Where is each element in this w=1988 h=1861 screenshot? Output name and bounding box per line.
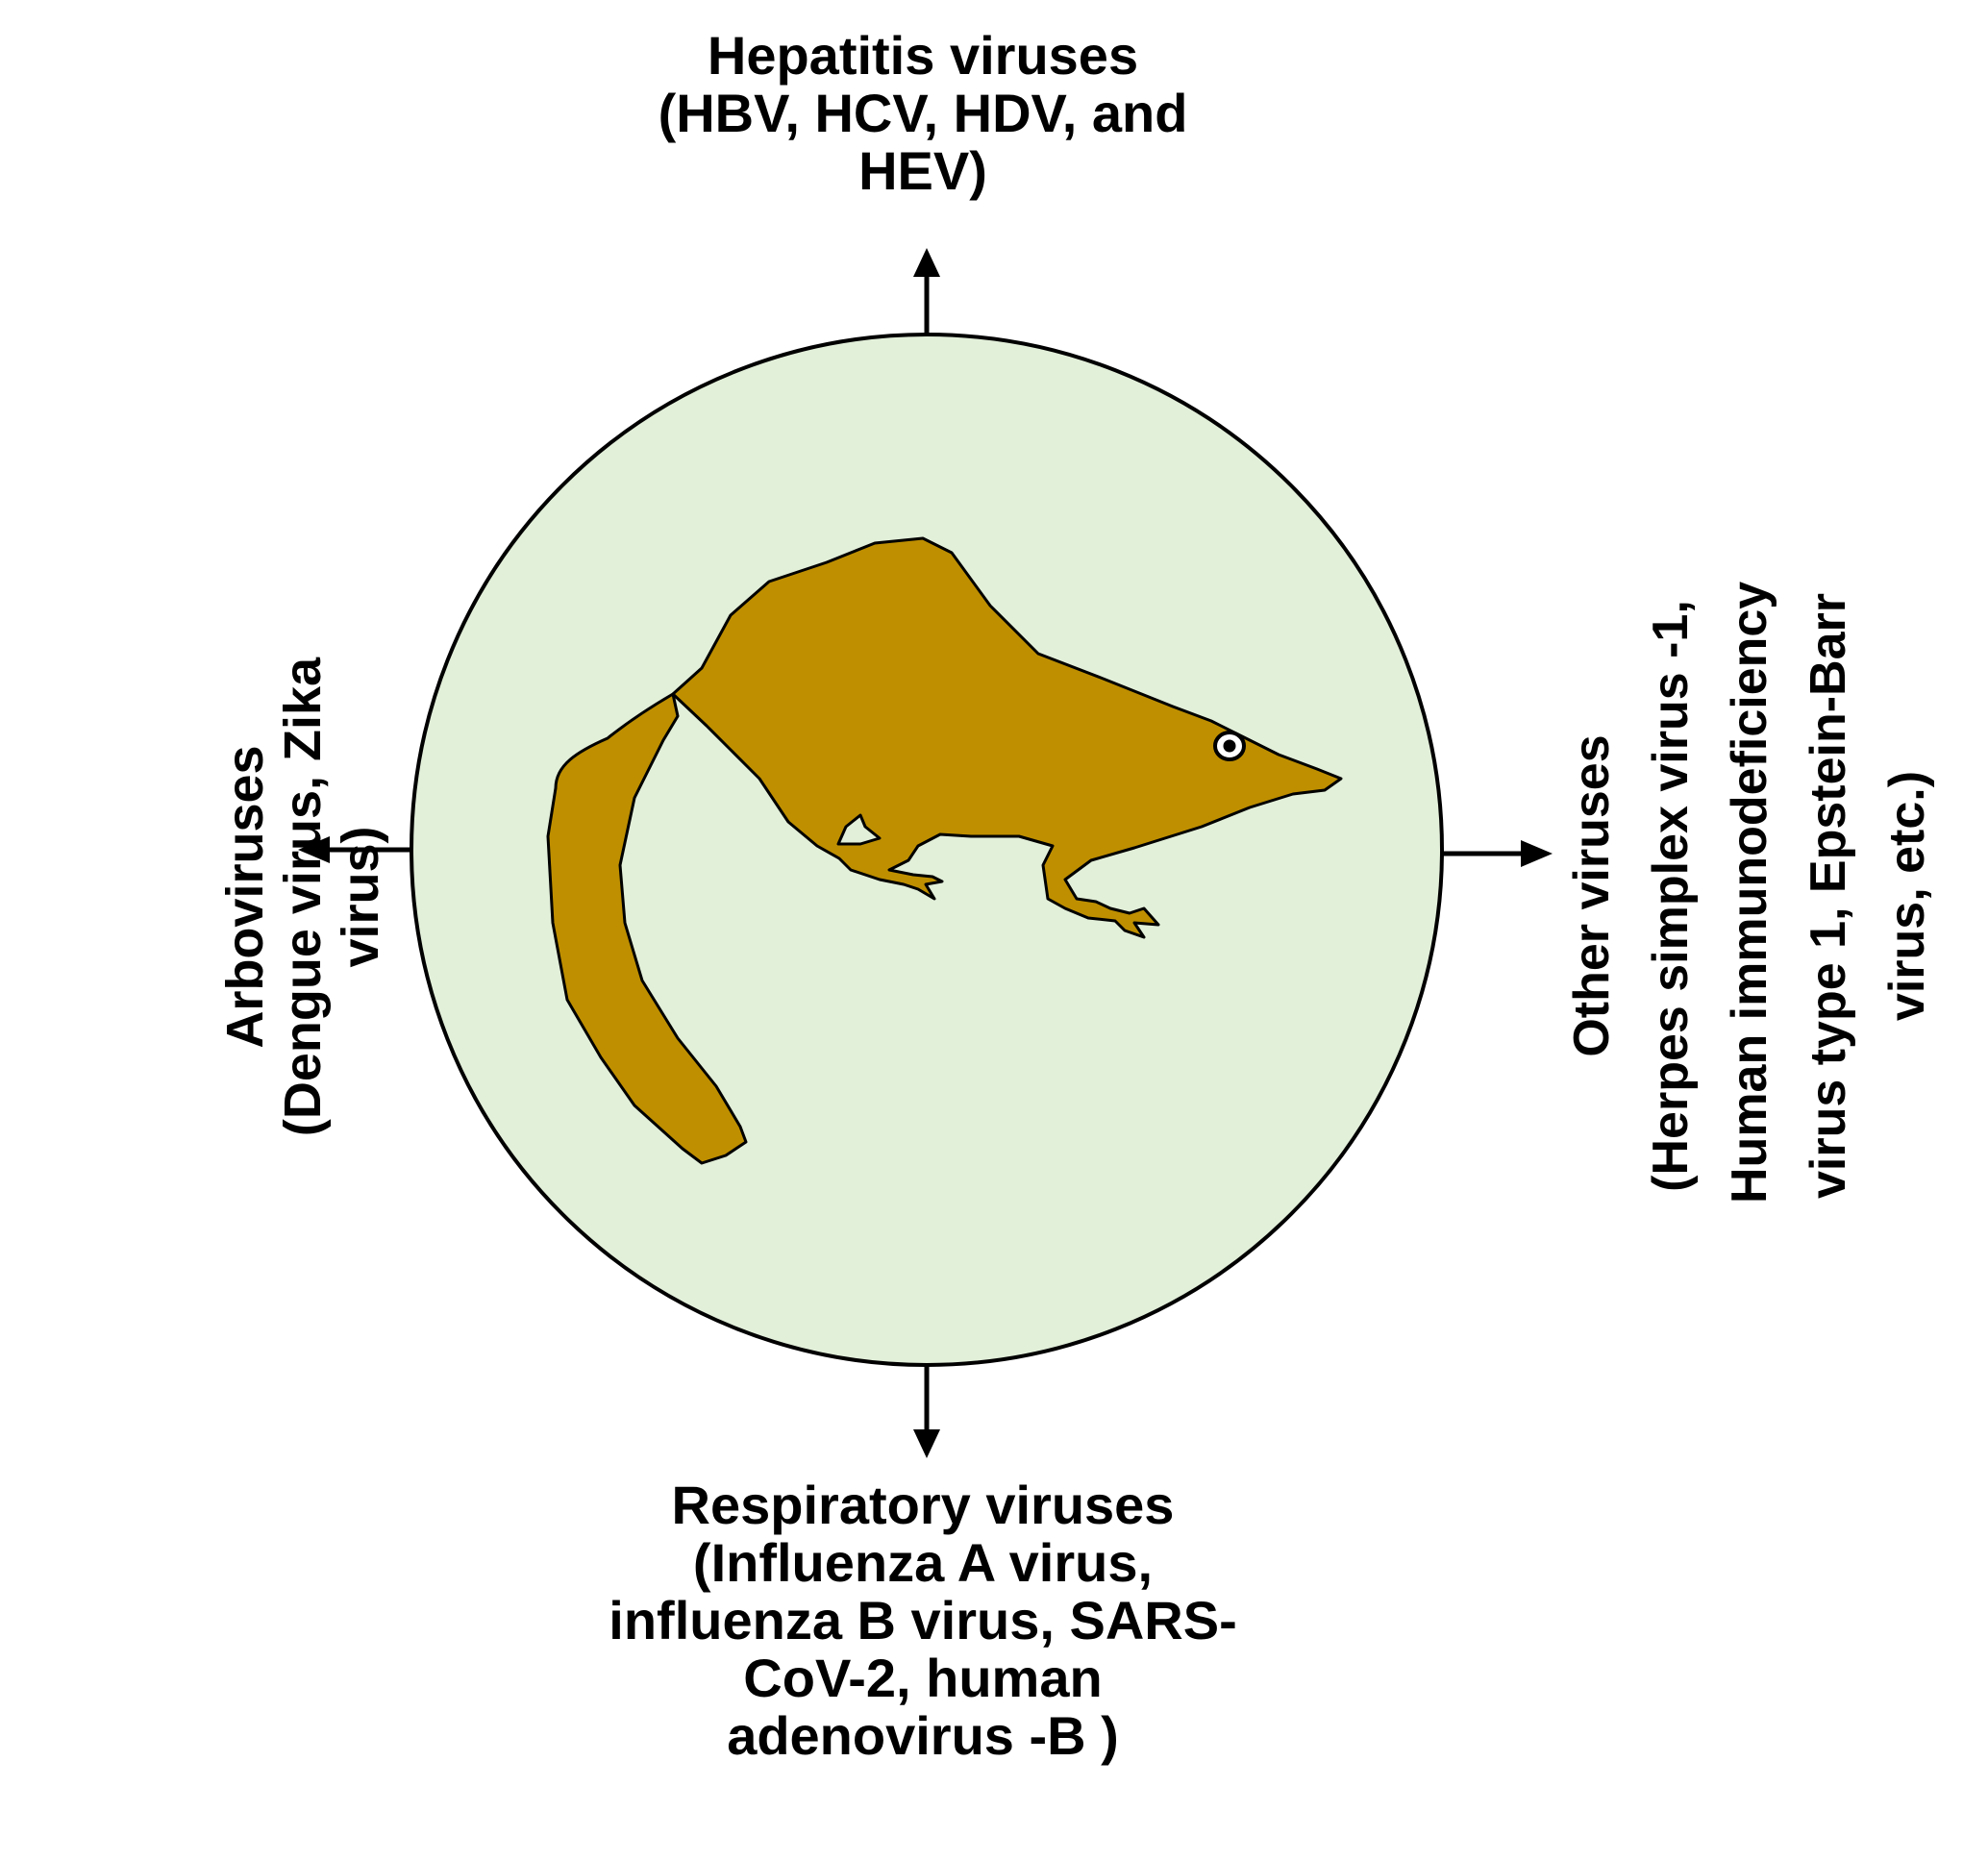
arrow-up [913, 248, 940, 335]
arrow-right [1442, 840, 1553, 867]
node-other-line-1: Other viruses [1564, 734, 1620, 1057]
arrow-down [913, 1365, 940, 1458]
node-hepatitis-line-2: (HBV, HCV, HDV, and [658, 83, 1188, 143]
node-other-line-2: (Herpes simplex virus -1, [1643, 600, 1699, 1192]
node-respiratory-line-3: influenza B virus, SARS- [609, 1590, 1237, 1650]
node-hepatitis-viruses: Hepatitis viruses (HBV, HCV, HDV, and HE… [538, 27, 1307, 200]
node-hepatitis-line-1: Hepatitis viruses [707, 25, 1139, 86]
node-arboviruses-line-2: (Dengue virus, Zika [274, 657, 332, 1137]
tree-shrew-icon [546, 536, 1343, 1165]
node-other-line-4: virus type 1, Epstein-Barr [1801, 593, 1856, 1199]
node-hepatitis-line-3: HEV) [858, 140, 987, 201]
node-other-line-3: Human immunodeficiency [1722, 581, 1777, 1203]
node-arboviruses-line-3: virus) [332, 826, 389, 968]
node-other-line-5: virus, etc.) [1879, 770, 1935, 1022]
node-respiratory-viruses: Respiratory viruses (Influenza A virus, … [538, 1476, 1307, 1765]
node-respiratory-line-4: CoV-2, human [743, 1648, 1103, 1708]
tree-shrew-leg-gap [836, 813, 882, 846]
node-arboviruses-line-1: Arboviruses [216, 745, 274, 1049]
node-respiratory-line-2: (Influenza A virus, [692, 1532, 1154, 1593]
tree-shrew-tail [546, 692, 748, 1165]
arrow-left [298, 836, 411, 863]
node-respiratory-line-1: Respiratory viruses [671, 1475, 1175, 1535]
tree-shrew-pupil [1223, 739, 1236, 753]
node-arboviruses: Arboviruses (Dengue virus, Zika virus) [216, 599, 389, 1195]
node-respiratory-line-5: adenovirus -B ) [727, 1705, 1119, 1766]
node-other-viruses: Other viruses (Herpes simplex virus -1, … [1553, 581, 1935, 1203]
